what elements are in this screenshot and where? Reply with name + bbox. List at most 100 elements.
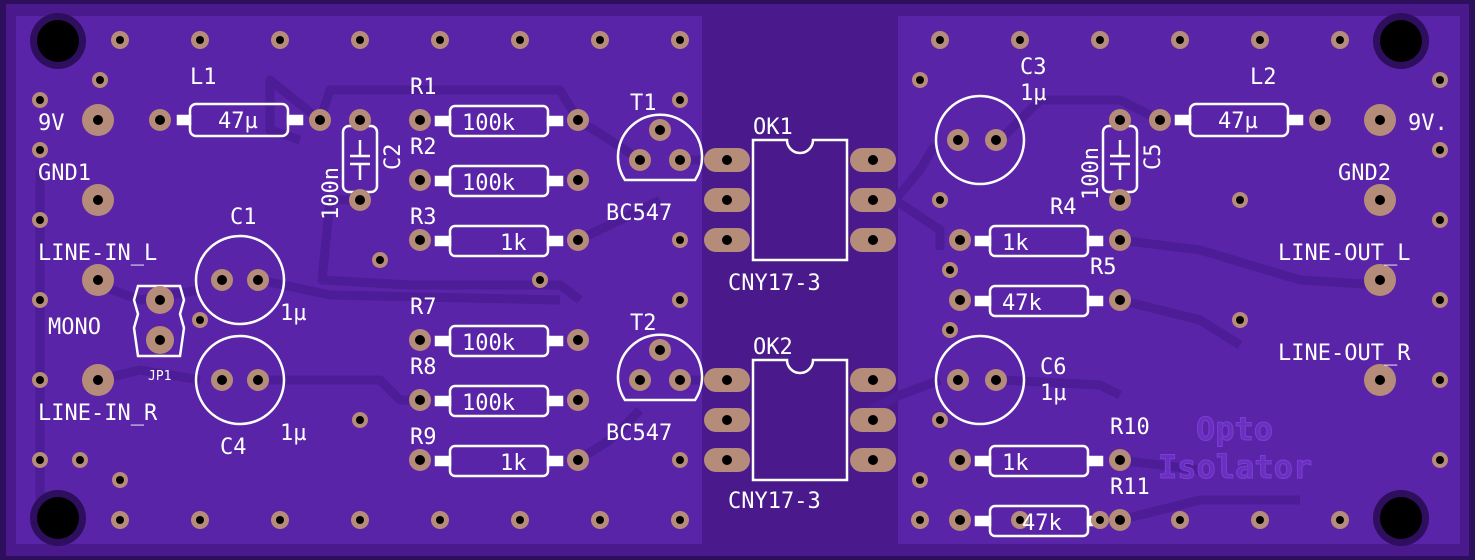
pad-hole: [376, 256, 384, 264]
pad-hole: [1315, 115, 1325, 125]
value-T1: BC547: [606, 201, 672, 226]
pad-hole: [916, 516, 924, 524]
pad-hole: [196, 316, 204, 324]
pad-hole: [196, 36, 204, 44]
pad-hole: [722, 155, 732, 165]
pad-hole: [1256, 516, 1264, 524]
pad-hole: [36, 376, 44, 384]
pad-hole: [675, 155, 685, 165]
pad-hole: [1436, 456, 1444, 464]
pad-hole: [676, 296, 684, 304]
pad-hole: [36, 296, 44, 304]
pad-hole: [1115, 455, 1125, 465]
label-L2: L2: [1250, 65, 1277, 90]
pad-hole: [722, 415, 732, 425]
value-C6: 1µ: [1040, 381, 1067, 406]
pad-hole: [1016, 36, 1024, 44]
label-C3: C3: [1020, 55, 1047, 80]
value-C5: 100n: [1079, 147, 1104, 200]
pad-hole: [1436, 376, 1444, 384]
label-C5: C5: [1141, 144, 1166, 171]
pad-hole: [1375, 275, 1385, 285]
pad-hole: [573, 115, 583, 125]
pad-hole: [676, 236, 684, 244]
label-gnd2: GND2: [1338, 161, 1391, 186]
pad-hole: [356, 516, 364, 524]
pad-hole: [415, 335, 425, 345]
pad-hole: [573, 395, 583, 405]
label-R10: R10: [1110, 415, 1150, 440]
pad-hole: [1375, 375, 1385, 385]
pad-hole: [1375, 115, 1385, 125]
pad-hole: [536, 276, 544, 284]
pad-hole: [955, 455, 965, 465]
label-R9: R9: [410, 425, 437, 450]
pad-hole: [96, 76, 104, 84]
pad-hole: [1016, 516, 1024, 524]
pad-hole: [276, 36, 284, 44]
pad-hole: [253, 275, 263, 285]
pad-hole: [675, 375, 685, 385]
pad-hole: [946, 266, 954, 274]
pad-hole: [1115, 515, 1125, 525]
pad-hole: [722, 195, 732, 205]
pad-hole: [1096, 516, 1104, 524]
value-R5: 47k: [1002, 291, 1042, 316]
value-R4: 1k: [1002, 231, 1029, 256]
pad-hole: [1176, 36, 1184, 44]
pad-hole: [516, 36, 524, 44]
value-C1: 1µ: [280, 301, 307, 326]
pad-hole: [946, 326, 954, 334]
pad-hole: [1436, 216, 1444, 224]
pad-hole: [315, 115, 325, 125]
pad-hole: [635, 375, 645, 385]
pad-hole: [991, 135, 1001, 145]
pad-hole: [1176, 516, 1184, 524]
label-C2: C2: [381, 144, 406, 171]
pad-hole: [868, 195, 878, 205]
pad-hole: [93, 375, 103, 385]
label-C6: C6: [1040, 355, 1067, 380]
label-R1: R1: [410, 75, 437, 100]
pad-hole: [991, 375, 1001, 385]
label-L1: L1: [190, 65, 217, 90]
pad-hole: [76, 456, 84, 464]
value-R11: 47k: [1022, 511, 1062, 536]
pad-hole: [1336, 516, 1344, 524]
pad-hole: [356, 416, 364, 424]
pad-hole: [955, 515, 965, 525]
watermark-opto: Opto: [1196, 410, 1273, 448]
pad-hole: [722, 235, 732, 245]
pad-hole: [596, 516, 604, 524]
pad-hole: [916, 76, 924, 84]
pad-hole: [1115, 295, 1125, 305]
pad-hole: [676, 456, 684, 464]
value-R2: 100k: [462, 171, 515, 196]
pad-hole: [655, 345, 665, 355]
silkscreen-bodies: [132, 94, 1304, 538]
value-R8: 100k: [462, 391, 515, 416]
label-jp1: JP1: [148, 369, 171, 384]
label-C4: C4: [220, 435, 247, 460]
pad-hole: [217, 375, 227, 385]
pad-hole: [155, 115, 165, 125]
pad-hole: [253, 375, 263, 385]
pad-hole: [953, 135, 963, 145]
pad-hole: [415, 175, 425, 185]
pad-hole: [635, 155, 645, 165]
value-L1: 47µ: [218, 109, 258, 134]
label-line-in-r: LINE-IN_R: [38, 401, 158, 426]
pad-hole: [573, 455, 583, 465]
pad-hole: [868, 375, 878, 385]
pad-hole: [1436, 296, 1444, 304]
value-R1: 100k: [462, 111, 515, 136]
pad-hole: [196, 516, 204, 524]
pad-hole: [355, 195, 365, 205]
pad-hole: [955, 235, 965, 245]
pad-hole: [116, 476, 124, 484]
pad-hole: [93, 195, 103, 205]
pad-hole: [573, 175, 583, 185]
pad-hole: [676, 96, 684, 104]
value-C3: 1µ: [1020, 81, 1047, 106]
value-L2: 47µ: [1218, 109, 1258, 134]
